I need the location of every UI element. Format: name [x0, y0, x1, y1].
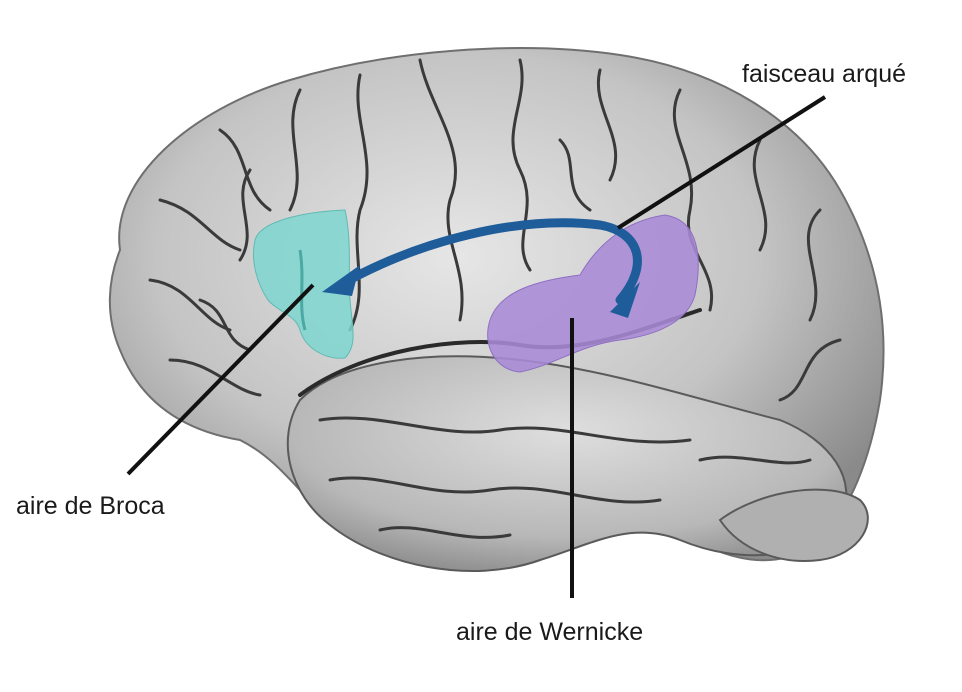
gyri-lines — [148, 58, 842, 539]
arcuate-fasciculus-arrow — [335, 218, 642, 305]
label-broca-area: aire de Broca — [16, 492, 165, 520]
leader-line-broca — [126, 283, 315, 476]
curved-arrow-icon — [322, 265, 360, 296]
arrowhead-down-icon — [610, 282, 640, 318]
cerebellum — [718, 488, 869, 562]
leader-line-arcuate — [616, 95, 827, 230]
wernicke-area — [487, 214, 699, 373]
label-arcuate-fasciculus: faisceau arqué — [742, 60, 907, 88]
label-wernicke-area: aire de Wernicke — [456, 618, 644, 646]
